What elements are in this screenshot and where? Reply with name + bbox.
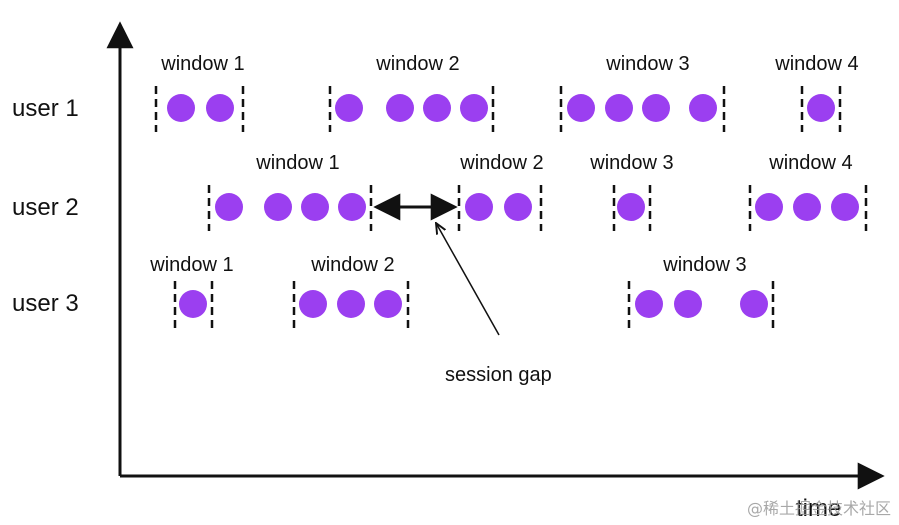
- user-3-window-2: window 2: [292, 254, 410, 330]
- user-1-window-1: window 1: [154, 53, 245, 132]
- event-dot: [179, 290, 207, 318]
- event-dot: [423, 94, 451, 122]
- event-dot: [831, 193, 859, 221]
- window-label: window 3: [662, 254, 746, 276]
- window-label: window 1: [255, 152, 339, 174]
- event-dot: [335, 94, 363, 122]
- event-dot: [337, 290, 365, 318]
- event-dot: [567, 94, 595, 122]
- window-label: window 2: [459, 152, 543, 174]
- session-gap-label: session gap: [445, 364, 552, 386]
- event-dot: [264, 193, 292, 221]
- event-dot: [465, 193, 493, 221]
- event-dot: [299, 290, 327, 318]
- user-2-window-2: window 2: [457, 152, 544, 231]
- event-dot: [374, 290, 402, 318]
- window-label: window 1: [160, 53, 244, 75]
- window-label: window 2: [375, 53, 459, 75]
- user-1-window-3: window 3: [559, 53, 726, 132]
- event-dot: [504, 193, 532, 221]
- x-axis-label: time: [796, 495, 841, 522]
- event-dot: [755, 193, 783, 221]
- event-dot: [674, 290, 702, 318]
- window-label: window 3: [605, 53, 689, 75]
- event-dot: [635, 290, 663, 318]
- event-dot: [215, 193, 243, 221]
- window-label: window 4: [768, 152, 852, 174]
- user-3-window-3: window 3: [627, 254, 775, 330]
- event-dot: [807, 94, 835, 122]
- window-label: window 3: [589, 152, 673, 174]
- session-gap-pointer: [436, 223, 500, 336]
- event-dot: [167, 94, 195, 122]
- user-1-window-4: window 4: [774, 53, 859, 132]
- event-dot: [206, 94, 234, 122]
- window-label: window 1: [149, 254, 233, 276]
- event-dot: [740, 290, 768, 318]
- event-dot: [386, 94, 414, 122]
- event-dot: [338, 193, 366, 221]
- user-2-window-1: window 1: [207, 152, 373, 231]
- row-label-user-3: user 3: [12, 290, 79, 317]
- window-label: window 2: [310, 254, 394, 276]
- event-dot: [617, 193, 645, 221]
- event-dot: [793, 193, 821, 221]
- event-dot: [642, 94, 670, 122]
- event-dot: [301, 193, 329, 221]
- user-2-window-3: window 3: [589, 152, 674, 231]
- event-dot: [460, 94, 488, 122]
- event-dot: [689, 94, 717, 122]
- user-1-window-2: window 2: [328, 53, 495, 132]
- row-label-user-1: user 1: [12, 95, 79, 122]
- row-label-user-2: user 2: [12, 194, 79, 221]
- window-label: window 4: [774, 53, 858, 75]
- user-2-window-4: window 4: [748, 152, 868, 231]
- user-3-window-1: window 1: [149, 254, 234, 330]
- event-dot: [605, 94, 633, 122]
- watermark: @稀土掘金技术社区: [746, 499, 891, 518]
